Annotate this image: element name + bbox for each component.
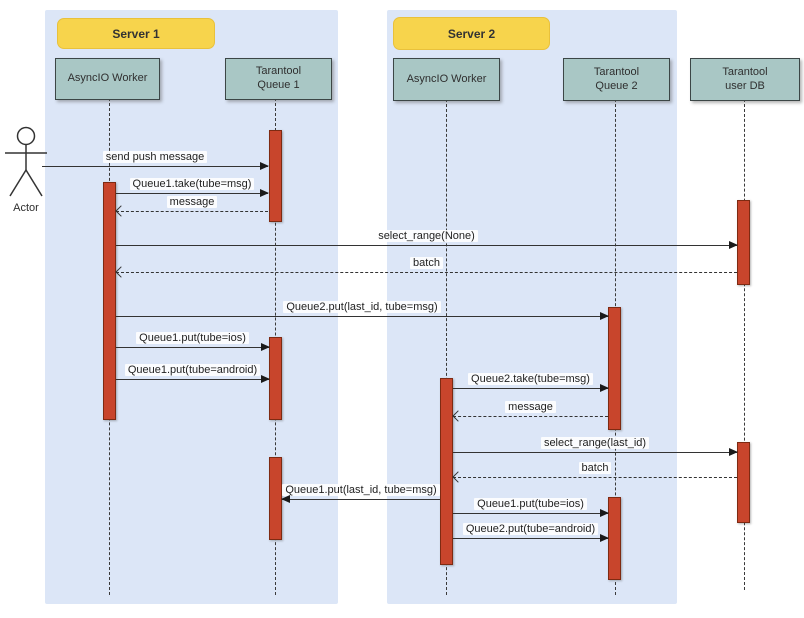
arrow-line <box>116 316 608 317</box>
message-label: send push message <box>42 151 268 163</box>
arrow-line <box>453 388 608 389</box>
arrow-line <box>116 245 737 246</box>
arrow-line <box>116 272 737 273</box>
participant-queue2: Tarantool Queue 2 <box>563 58 670 101</box>
arrow-line <box>116 379 269 380</box>
arrow-line <box>42 166 268 167</box>
activation-queue1-2 <box>269 337 282 420</box>
arrow-line <box>282 499 440 500</box>
message-label: Queue2.put(last_id, tube=msg) <box>116 301 608 313</box>
participant-queue2-label1: Tarantool <box>593 65 640 78</box>
message-label: message <box>453 401 608 413</box>
message-label: Queue1.take(tube=msg) <box>116 178 268 190</box>
participant-queue1-label2: Queue 1 <box>257 79 300 91</box>
participant-queue1: Tarantool Queue 1 <box>225 58 332 100</box>
arrowhead-right-icon <box>600 509 609 517</box>
lifeline-worker2 <box>446 99 447 595</box>
participant-userdb: Tarantool user DB <box>690 58 800 101</box>
arrow-line <box>453 513 608 514</box>
arrowhead-right-icon <box>729 241 738 249</box>
server2-title: Server 2 <box>447 26 496 41</box>
participant-worker1: AsyncIO Worker <box>55 58 160 100</box>
arrowhead-right-icon <box>729 448 738 456</box>
activation-userdb-2 <box>737 442 750 523</box>
arrow-line <box>453 452 737 453</box>
activation-worker2 <box>440 378 453 565</box>
message-label: select_range(None) <box>116 230 737 242</box>
participant-userdb-label2: user DB <box>725 79 765 92</box>
server1-title: Server 1 <box>112 26 160 41</box>
arrow-line <box>116 347 269 348</box>
message-label: Queue2.take(tube=msg) <box>453 373 608 385</box>
arrow-line <box>116 211 268 212</box>
message-label: Queue1.put(tube=ios) <box>453 498 608 510</box>
participant-worker2: AsyncIO Worker <box>393 58 500 101</box>
arrowhead-right-icon <box>260 189 269 197</box>
arrowhead-right-icon <box>600 312 609 320</box>
arrow-line <box>453 538 608 539</box>
arrowhead-right-icon <box>600 534 609 542</box>
lifeline-userdb <box>744 99 745 590</box>
arrowhead-right-icon <box>261 375 270 383</box>
server1-header: Server 1 <box>57 18 215 49</box>
activation-userdb-1 <box>737 200 750 285</box>
activation-queue2-1 <box>608 307 621 430</box>
actor-icon <box>5 126 47 197</box>
activation-queue2-2 <box>608 497 621 580</box>
arrow-line <box>453 416 608 417</box>
message-label: select_range(last_id) <box>453 437 737 449</box>
arrowhead-right-icon <box>600 384 609 392</box>
activation-queue1-1 <box>269 130 282 222</box>
actor-label: Actor <box>13 202 39 214</box>
message-label: batch <box>116 257 737 269</box>
message-label: Queue1.put(tube=android) <box>116 364 269 376</box>
arrow-line <box>453 477 737 478</box>
message-label: Queue1.put(tube=ios) <box>116 332 269 344</box>
activation-worker1 <box>103 182 116 420</box>
arrowhead-right-icon <box>261 343 270 351</box>
arrowhead-right-icon <box>260 162 269 170</box>
arrow-line <box>116 193 268 194</box>
message-label: message <box>116 196 268 208</box>
participant-worker2-label: AsyncIO Worker <box>406 72 487 85</box>
message-label: Queue2.put(tube=android) <box>453 523 608 535</box>
message-label: batch <box>453 462 737 474</box>
server2-header: Server 2 <box>393 17 550 50</box>
arrowhead-left-icon <box>281 495 290 503</box>
participant-worker1-label: AsyncIO Worker <box>67 72 148 85</box>
participant-queue1-label1: Tarantool <box>255 65 302 78</box>
message-label: Queue1.put(last_id, tube=msg) <box>282 484 440 496</box>
participant-userdb-label1: Tarantool <box>722 65 768 78</box>
participant-queue2-label2: Queue 2 <box>595 79 638 92</box>
